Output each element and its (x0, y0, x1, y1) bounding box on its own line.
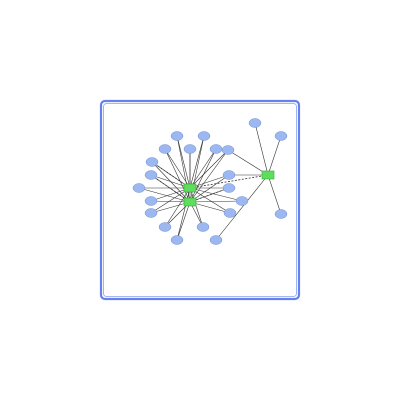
ellipse-node (158, 144, 172, 154)
edge-line (267, 135, 282, 176)
ellipse-node-shape (274, 209, 288, 219)
edge-line (189, 187, 231, 214)
ellipse-node-shape (144, 170, 158, 180)
ellipse-node (144, 208, 158, 218)
edge-line (189, 187, 204, 228)
dashed-edge-line (151, 161, 191, 189)
ellipse-node-shape (145, 157, 159, 167)
ellipse-node-shape (144, 208, 158, 218)
edge-line (138, 187, 191, 203)
ellipse-node-shape (144, 196, 158, 206)
edge-line (189, 149, 229, 189)
frame-inner-border (103, 103, 297, 297)
rect-node-shape (183, 183, 197, 193)
ellipse-node-shape (274, 131, 288, 141)
ellipse-node-shape (222, 183, 236, 193)
rect-node (261, 170, 275, 180)
rect-node-shape (261, 170, 275, 180)
ellipse-node-shape (196, 222, 210, 232)
ellipse-node (274, 131, 288, 141)
ellipse-node (222, 170, 236, 180)
ellipse-node-shape (197, 131, 211, 141)
ellipse-node (248, 118, 262, 128)
ellipse-node (274, 209, 288, 219)
ellipse-node (221, 145, 235, 155)
ellipse-node-shape (248, 118, 262, 128)
edge-line (189, 148, 217, 189)
ellipse-node (183, 144, 197, 154)
edge-line (189, 201, 231, 214)
ellipse-node-shape (158, 144, 172, 154)
edge-line (151, 161, 191, 203)
edge-line (176, 201, 191, 241)
ellipse-node (145, 157, 159, 167)
ellipse-node (170, 131, 184, 141)
edge-line (176, 187, 191, 241)
edge-line (189, 200, 243, 203)
ellipse-node-shape (170, 235, 184, 245)
ellipse-node (209, 235, 223, 245)
ellipse-node (209, 144, 223, 154)
ellipse-node (170, 235, 184, 245)
ellipse-node-shape (170, 131, 184, 141)
frame-outer-border (99, 99, 301, 301)
dashed-edge-line (189, 174, 269, 189)
edge-line (189, 135, 205, 189)
edge-line (150, 201, 191, 214)
ellipse-node-shape (221, 145, 235, 155)
ellipse-node (196, 222, 210, 232)
ellipse-node-shape (209, 144, 223, 154)
diagram-frame (99, 99, 301, 301)
edge-line (254, 122, 269, 176)
nodes-layer (132, 118, 288, 245)
ellipse-node-shape (222, 170, 236, 180)
ellipse-node-shape (235, 196, 249, 206)
edge-line (267, 174, 282, 215)
edge-line (150, 200, 191, 203)
ellipse-node-shape (209, 235, 223, 245)
ellipse-node (197, 131, 211, 141)
ellipse-node (222, 183, 236, 193)
ellipse-node-shape (223, 208, 237, 218)
ellipse-node (235, 196, 249, 206)
ellipse-node-shape (132, 183, 146, 193)
edge-line (189, 187, 230, 203)
ellipse-node (158, 222, 172, 232)
edge-line (227, 149, 269, 176)
ellipse-node-shape (183, 144, 197, 154)
edge-line (150, 187, 191, 202)
edge-line (189, 149, 229, 203)
ellipse-node-shape (158, 222, 172, 232)
ellipse-node (144, 170, 158, 180)
edge-line (164, 148, 191, 203)
edge-line (189, 174, 230, 189)
rect-node (183, 197, 197, 207)
rect-node (183, 183, 197, 193)
dashed-edge-line (150, 174, 191, 203)
rect-node-shape (183, 197, 197, 207)
ellipse-node (144, 196, 158, 206)
ellipse-node (132, 183, 146, 193)
edge-line (176, 135, 191, 189)
edges-layer (138, 122, 282, 241)
edge-line (164, 187, 191, 228)
edge-line (189, 174, 230, 203)
edge-line (150, 187, 191, 214)
edge-line (215, 174, 269, 241)
edge-line (189, 148, 217, 203)
ellipse-node (223, 208, 237, 218)
